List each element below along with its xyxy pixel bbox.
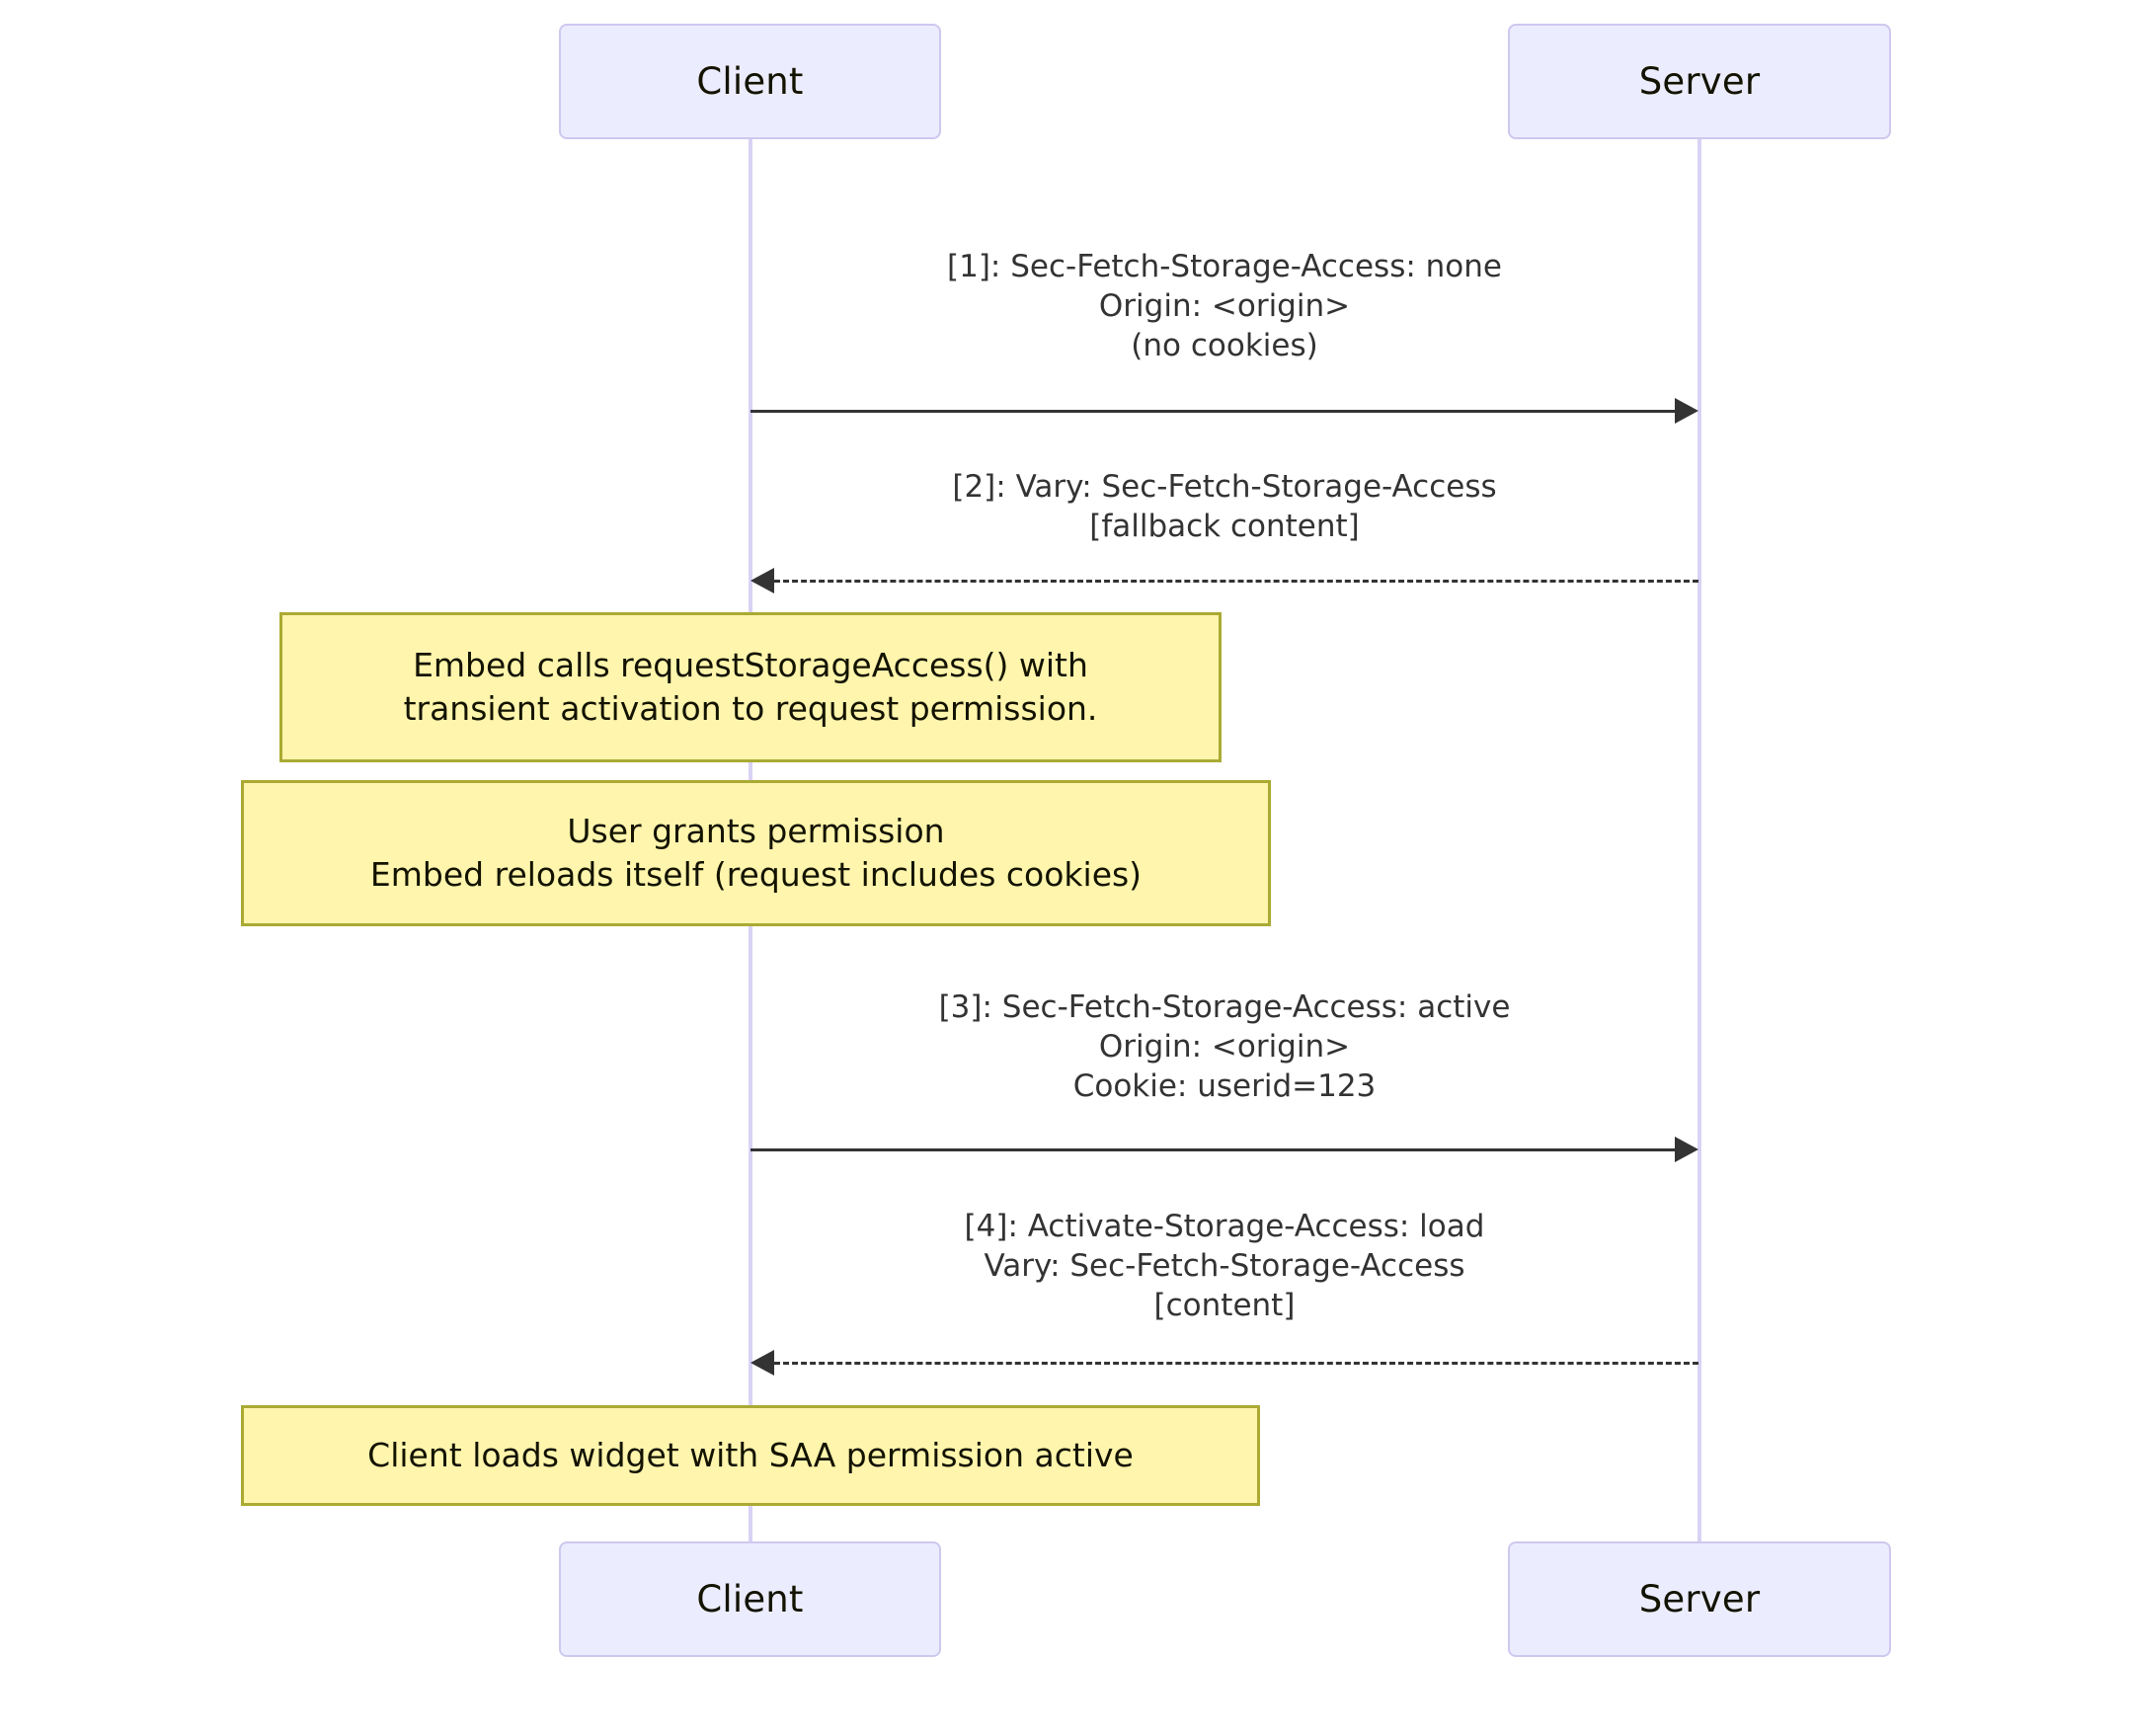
note-user-grants-permission[interactable]: User grants permission Embed reloads its… <box>241 780 1271 926</box>
message-4-arrowhead <box>750 1350 774 1376</box>
message-1-label: [1]: Sec-Fetch-Storage-Access: none Orig… <box>947 249 1502 363</box>
participant-server-top-label: Server <box>1638 60 1761 103</box>
message-2-arrowhead <box>750 568 774 593</box>
participant-client-bottom[interactable]: Client <box>559 1541 941 1657</box>
lifeline-server <box>1697 139 1701 1542</box>
message-4-line[interactable] <box>774 1362 1698 1365</box>
message-3-arrowhead <box>1675 1137 1698 1162</box>
participant-client-bottom-label: Client <box>696 1578 804 1620</box>
message-2-label: [2]: Vary: Sec-Fetch-Storage-Access [fal… <box>952 469 1497 544</box>
message-2-line[interactable] <box>774 580 1698 583</box>
message-1-line[interactable] <box>750 410 1677 413</box>
participant-server-top[interactable]: Server <box>1508 24 1891 139</box>
note-client-loads-widget[interactable]: Client loads widget with SAA permission … <box>241 1405 1260 1506</box>
participant-client-top[interactable]: Client <box>559 24 941 139</box>
message-1-arrowhead <box>1675 398 1698 424</box>
message-3-line[interactable] <box>750 1148 1677 1151</box>
note-user-grants-permission-text: User grants permission Embed reloads its… <box>369 812 1143 894</box>
note-request-storage-access-text: Embed calls requestStorageAccess() with … <box>403 646 1098 728</box>
participant-server-bottom-label: Server <box>1638 1578 1761 1620</box>
note-client-loads-widget-text: Client loads widget with SAA permission … <box>367 1436 1134 1474</box>
message-3-label: [3]: Sec-Fetch-Storage-Access: active Or… <box>938 989 1511 1104</box>
message-4-label: [4]: Activate-Storage-Access: load Vary:… <box>964 1209 1485 1323</box>
participant-client-top-label: Client <box>696 60 804 103</box>
participant-server-bottom[interactable]: Server <box>1508 1541 1891 1657</box>
note-request-storage-access[interactable]: Embed calls requestStorageAccess() with … <box>279 612 1222 762</box>
